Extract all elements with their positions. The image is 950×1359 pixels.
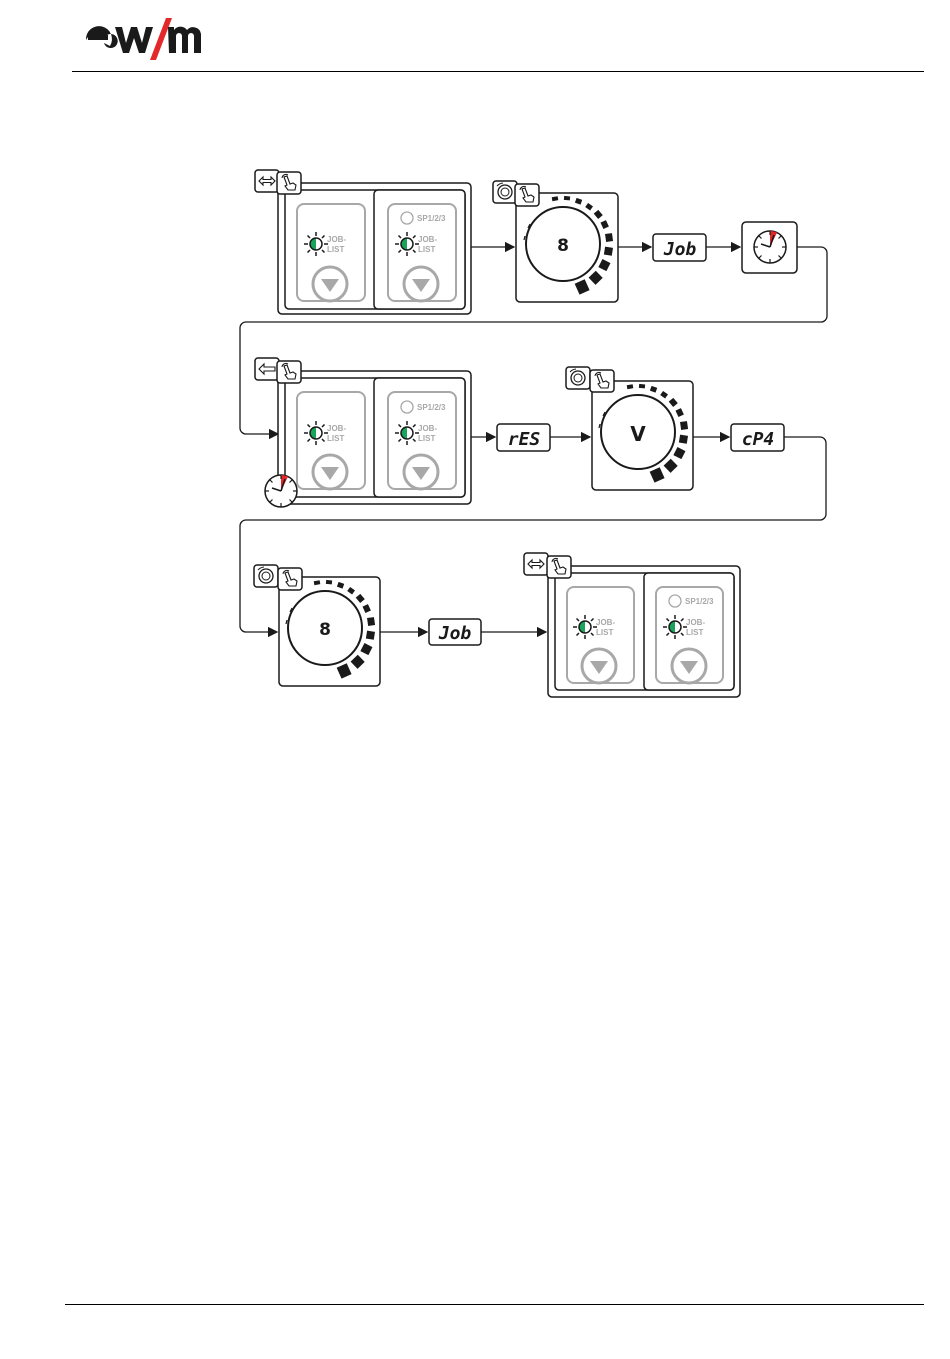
sp-label: SP1/2/3 xyxy=(417,214,446,223)
job-list-label: JOB- xyxy=(686,618,705,627)
job-list-label: JOB- xyxy=(418,424,437,433)
rotary-knob-icon xyxy=(566,367,590,389)
job-list-label: LIST xyxy=(596,628,613,637)
job-list-label: JOB- xyxy=(596,618,615,627)
display-text-job-2: Job xyxy=(438,623,472,644)
press-hand-icon xyxy=(515,184,539,206)
timer-panel-1 xyxy=(742,222,797,273)
job-list-label: JOB- xyxy=(327,235,346,244)
arrow-left-icon xyxy=(255,358,279,380)
job-list-label: LIST xyxy=(686,628,703,637)
press-hand-icon xyxy=(278,568,302,590)
timer-clock-icon xyxy=(754,231,786,263)
control-panel-1 xyxy=(278,183,471,314)
timer-clock-icon xyxy=(265,475,297,507)
arrow-both-icon xyxy=(255,170,279,192)
arrow-both-icon xyxy=(524,553,548,575)
sp-label: SP1/2/3 xyxy=(685,597,714,606)
job-list-label: JOB- xyxy=(418,235,437,244)
display-text-job-1: Job xyxy=(663,239,697,260)
control-panel-3 xyxy=(548,566,740,697)
press-hand-icon xyxy=(547,556,571,578)
display-text-cp4: cP4 xyxy=(742,429,775,450)
knob-value-1: 8 xyxy=(557,236,569,256)
job-list-label: LIST xyxy=(418,245,435,254)
job-list-label: LIST xyxy=(327,434,344,443)
sp-label: SP1/2/3 xyxy=(417,403,446,412)
job-list-label: LIST xyxy=(327,245,344,254)
rotary-knob-icon xyxy=(493,181,517,203)
job-list-label: LIST xyxy=(418,434,435,443)
knob-value-3: 8 xyxy=(319,620,331,640)
press-hand-icon xyxy=(277,361,301,383)
press-hand-icon xyxy=(590,370,614,392)
job-list-label: JOB- xyxy=(327,424,346,433)
display-text-res: rES xyxy=(508,429,541,450)
rotary-knob-icon xyxy=(254,565,278,587)
control-panel-2 xyxy=(278,371,471,504)
knob-value-2: V xyxy=(630,422,646,446)
press-hand-icon xyxy=(277,172,301,194)
